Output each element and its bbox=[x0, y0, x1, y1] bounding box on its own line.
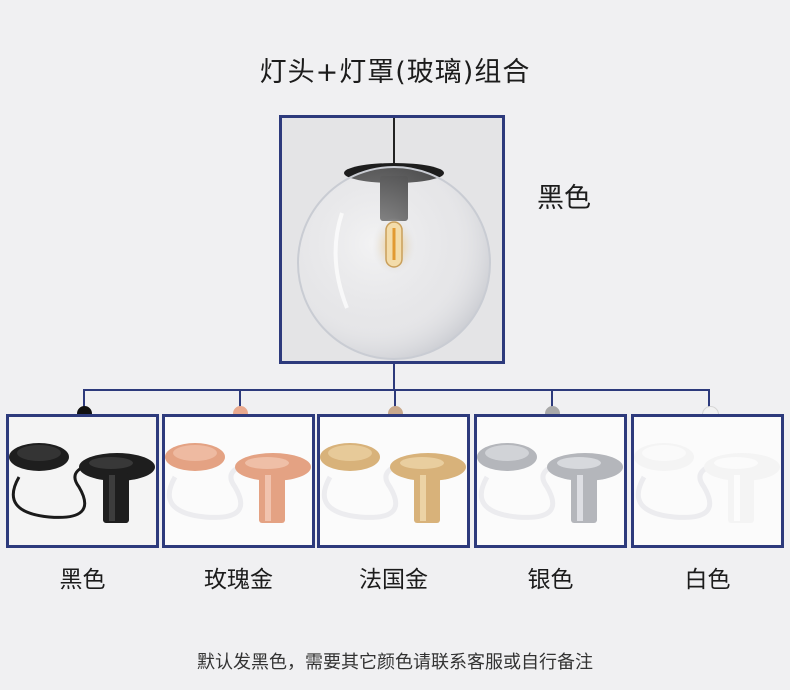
option-label-5: 白色 bbox=[684, 567, 731, 593]
connector-drop-5 bbox=[708, 389, 710, 414]
glass-globe-pendant-lamp-icon bbox=[282, 118, 502, 361]
connector-drop-3 bbox=[394, 389, 396, 414]
main-color-label: 黑色 bbox=[537, 183, 591, 214]
option-image-1[interactable] bbox=[6, 414, 159, 548]
option-label-3: 法国金 bbox=[359, 567, 428, 593]
option-image-4[interactable] bbox=[474, 414, 627, 548]
option-image-2[interactable] bbox=[162, 414, 315, 548]
option-label-4: 银色 bbox=[527, 567, 574, 593]
lamp-holder-icon bbox=[9, 417, 156, 545]
connector-drop-1 bbox=[83, 389, 85, 414]
connector-drop-2 bbox=[239, 389, 241, 414]
connector-bar bbox=[83, 389, 710, 391]
option-label-2: 玫瑰金 bbox=[204, 567, 273, 593]
connector-stem bbox=[393, 364, 395, 390]
default-color-note: 默认发黑色，需要其它颜色请联系客服或自行备注 bbox=[197, 652, 593, 673]
option-image-3[interactable] bbox=[317, 414, 470, 548]
option-image-5[interactable] bbox=[631, 414, 784, 548]
option-label-1: 黑色 bbox=[59, 567, 106, 593]
lamp-holder-icon bbox=[165, 417, 312, 545]
main-product-image bbox=[279, 115, 505, 364]
connector-drop-4 bbox=[551, 389, 553, 414]
lamp-holder-icon bbox=[634, 417, 781, 545]
page-title: 灯头+灯罩(玻璃)组合 bbox=[259, 57, 531, 88]
lamp-holder-icon bbox=[320, 417, 467, 545]
lamp-holder-icon bbox=[477, 417, 624, 545]
